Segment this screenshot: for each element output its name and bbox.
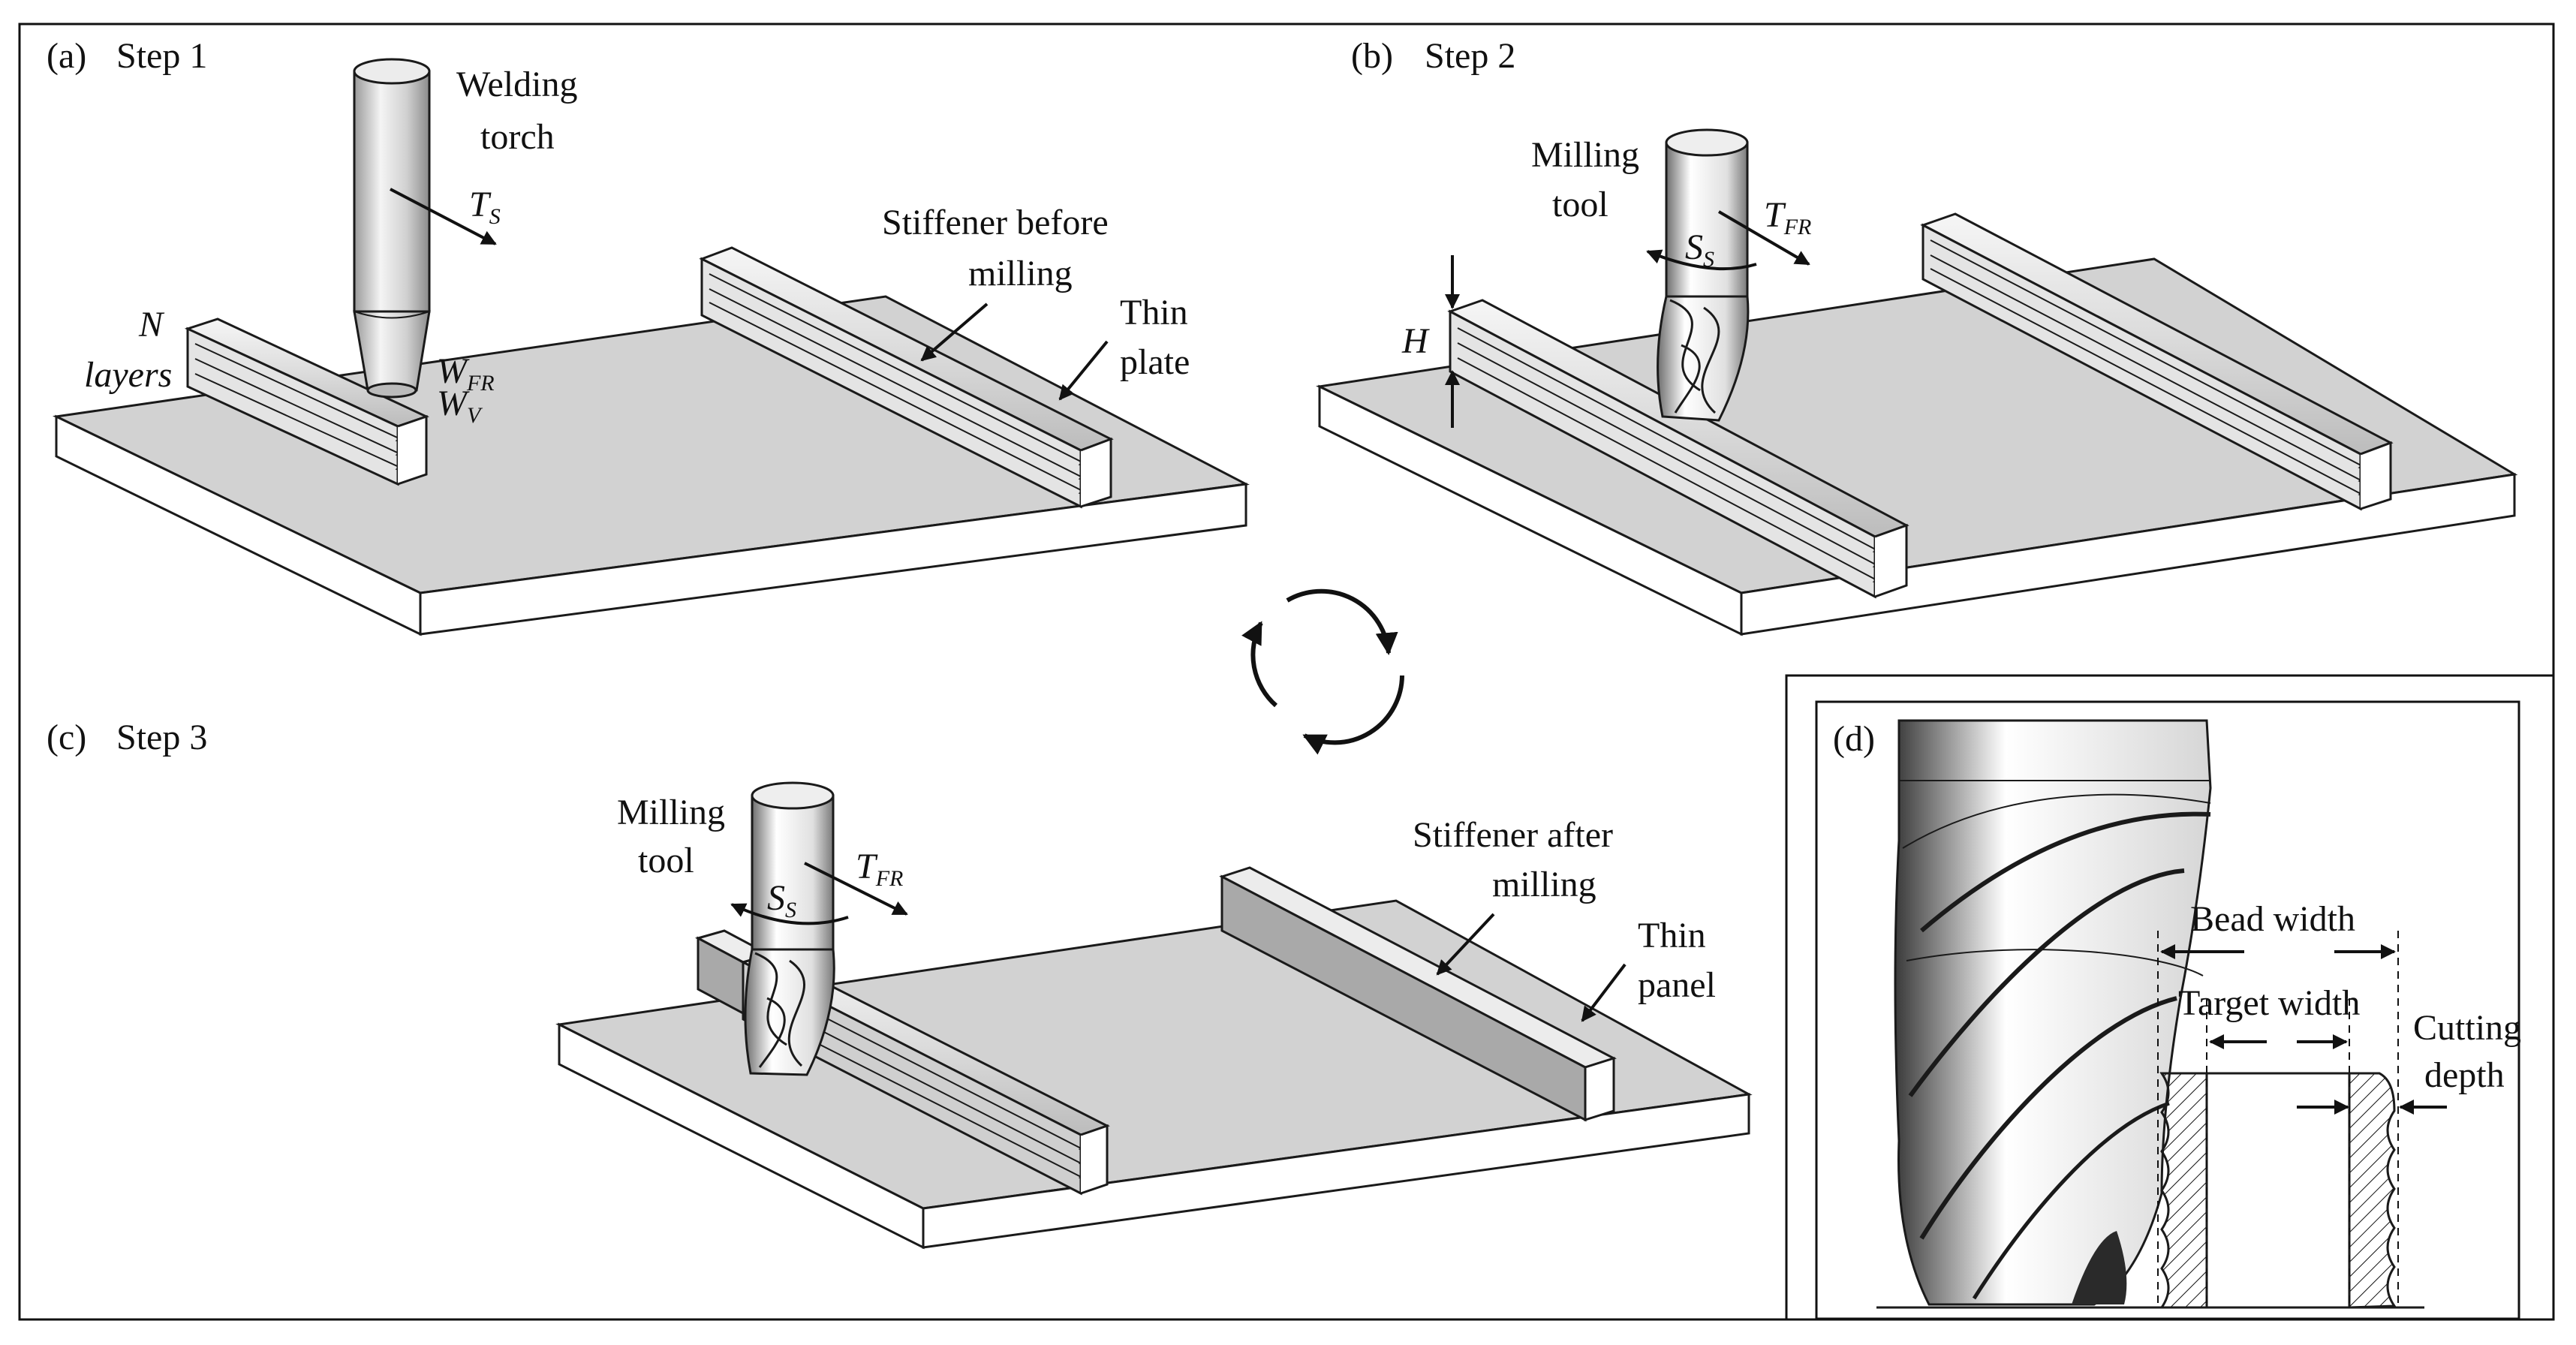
welding-torch-label-2: torch	[480, 117, 555, 157]
thin-panel-label-2: panel	[1638, 965, 1716, 1005]
panel-a-tag: (a)	[47, 36, 86, 76]
milling-tool-b-label-2: tool	[1552, 185, 1608, 224]
thin-plate-label-2: plate	[1120, 342, 1190, 382]
stiffener-rear	[1920, 212, 2394, 511]
target-width-label: Target width	[2178, 983, 2360, 1023]
plate-b-side	[1740, 473, 2516, 636]
thin-panel-pointer	[1581, 963, 1627, 1022]
cutting-depth-label-1: Cutting	[2413, 1008, 2521, 1048]
stiffener-after-label-2: milling	[1492, 865, 1596, 904]
end-mill-icon	[1657, 128, 1750, 422]
panel-a: (a) Step 1 Weldin	[47, 36, 1250, 636]
deposited-layers-short	[184, 317, 430, 486]
bead-width-label: Bead width	[2190, 899, 2355, 939]
thin-panel-label-1: Thin	[1638, 916, 1706, 955]
milling-tool-c-label-2: tool	[638, 841, 694, 880]
cutting-depth-label-2: depth	[2424, 1055, 2505, 1095]
stiffener-after-milling	[1219, 866, 1617, 1122]
feed-rate-c-label: TFR	[856, 847, 903, 891]
height-label: H	[1401, 321, 1430, 361]
panel-c-step: Step 3	[116, 718, 207, 757]
stiffener-after-label-1: Stiffener after	[1413, 815, 1613, 855]
feed-rate-c-arrow	[804, 862, 908, 916]
travel-speed-label: TS	[469, 185, 501, 229]
panel-a-step: Step 1	[116, 36, 207, 76]
layers-label: layers	[84, 355, 172, 395]
thin-plate-label-1: Thin	[1120, 293, 1188, 332]
panel-c-tag: (c)	[47, 718, 86, 757]
milling-tool-c-label-1: Milling	[617, 793, 725, 832]
detail-inner-frame	[1815, 700, 2520, 1320]
travel-speed-arrow	[390, 188, 497, 245]
voltage-label: WV	[437, 384, 483, 428]
panel-b: (b) Step 2 Milling tool	[1316, 24, 2555, 676]
panel-c: (c) Step 3 Milling tool	[47, 718, 1753, 1250]
welding-torch-icon	[353, 58, 431, 399]
welding-torch-label-1: Welding	[456, 65, 577, 104]
stiffener-before-pointer	[920, 302, 989, 362]
stiffener-before-label-1: Stiffener before	[882, 203, 1109, 242]
stiffener-before-label-2: milling	[968, 254, 1073, 293]
thin-panel-side	[922, 1093, 1750, 1249]
spindle-speed-b-label: SS	[1685, 227, 1714, 272]
feed-rate-b-arrow	[1717, 210, 1810, 266]
panel-b-tag: (b)	[1351, 36, 1393, 76]
milling-tool-b-label-1: Milling	[1531, 135, 1639, 175]
cycle-arrows-icon	[1241, 588, 1404, 755]
bead-profile-left	[2159, 1072, 2208, 1309]
stiffener-before-milling	[699, 246, 1114, 509]
spindle-speed-c-label: SS	[767, 878, 796, 922]
panel-b-step: Step 2	[1425, 36, 1515, 76]
thin-plate-side	[419, 483, 1247, 636]
wire-feed-label: WFR	[437, 351, 495, 396]
panel-d-tag: (d)	[1833, 719, 1875, 759]
spindle-speed-c-arrow	[730, 903, 849, 925]
stiffener-after-pointer	[1436, 913, 1495, 976]
end-mill-icon-c	[744, 781, 835, 1076]
spindle-speed-b-arrow	[1646, 249, 1757, 271]
layers-label-n: N	[138, 305, 165, 345]
bead-profile-right	[2348, 1072, 2397, 1309]
feed-rate-b-label: TFR	[1764, 195, 1811, 239]
panel-d: (d) Bead width Target width Cutting dept…	[1833, 719, 2521, 1309]
thin-plate-pointer	[1058, 340, 1109, 401]
